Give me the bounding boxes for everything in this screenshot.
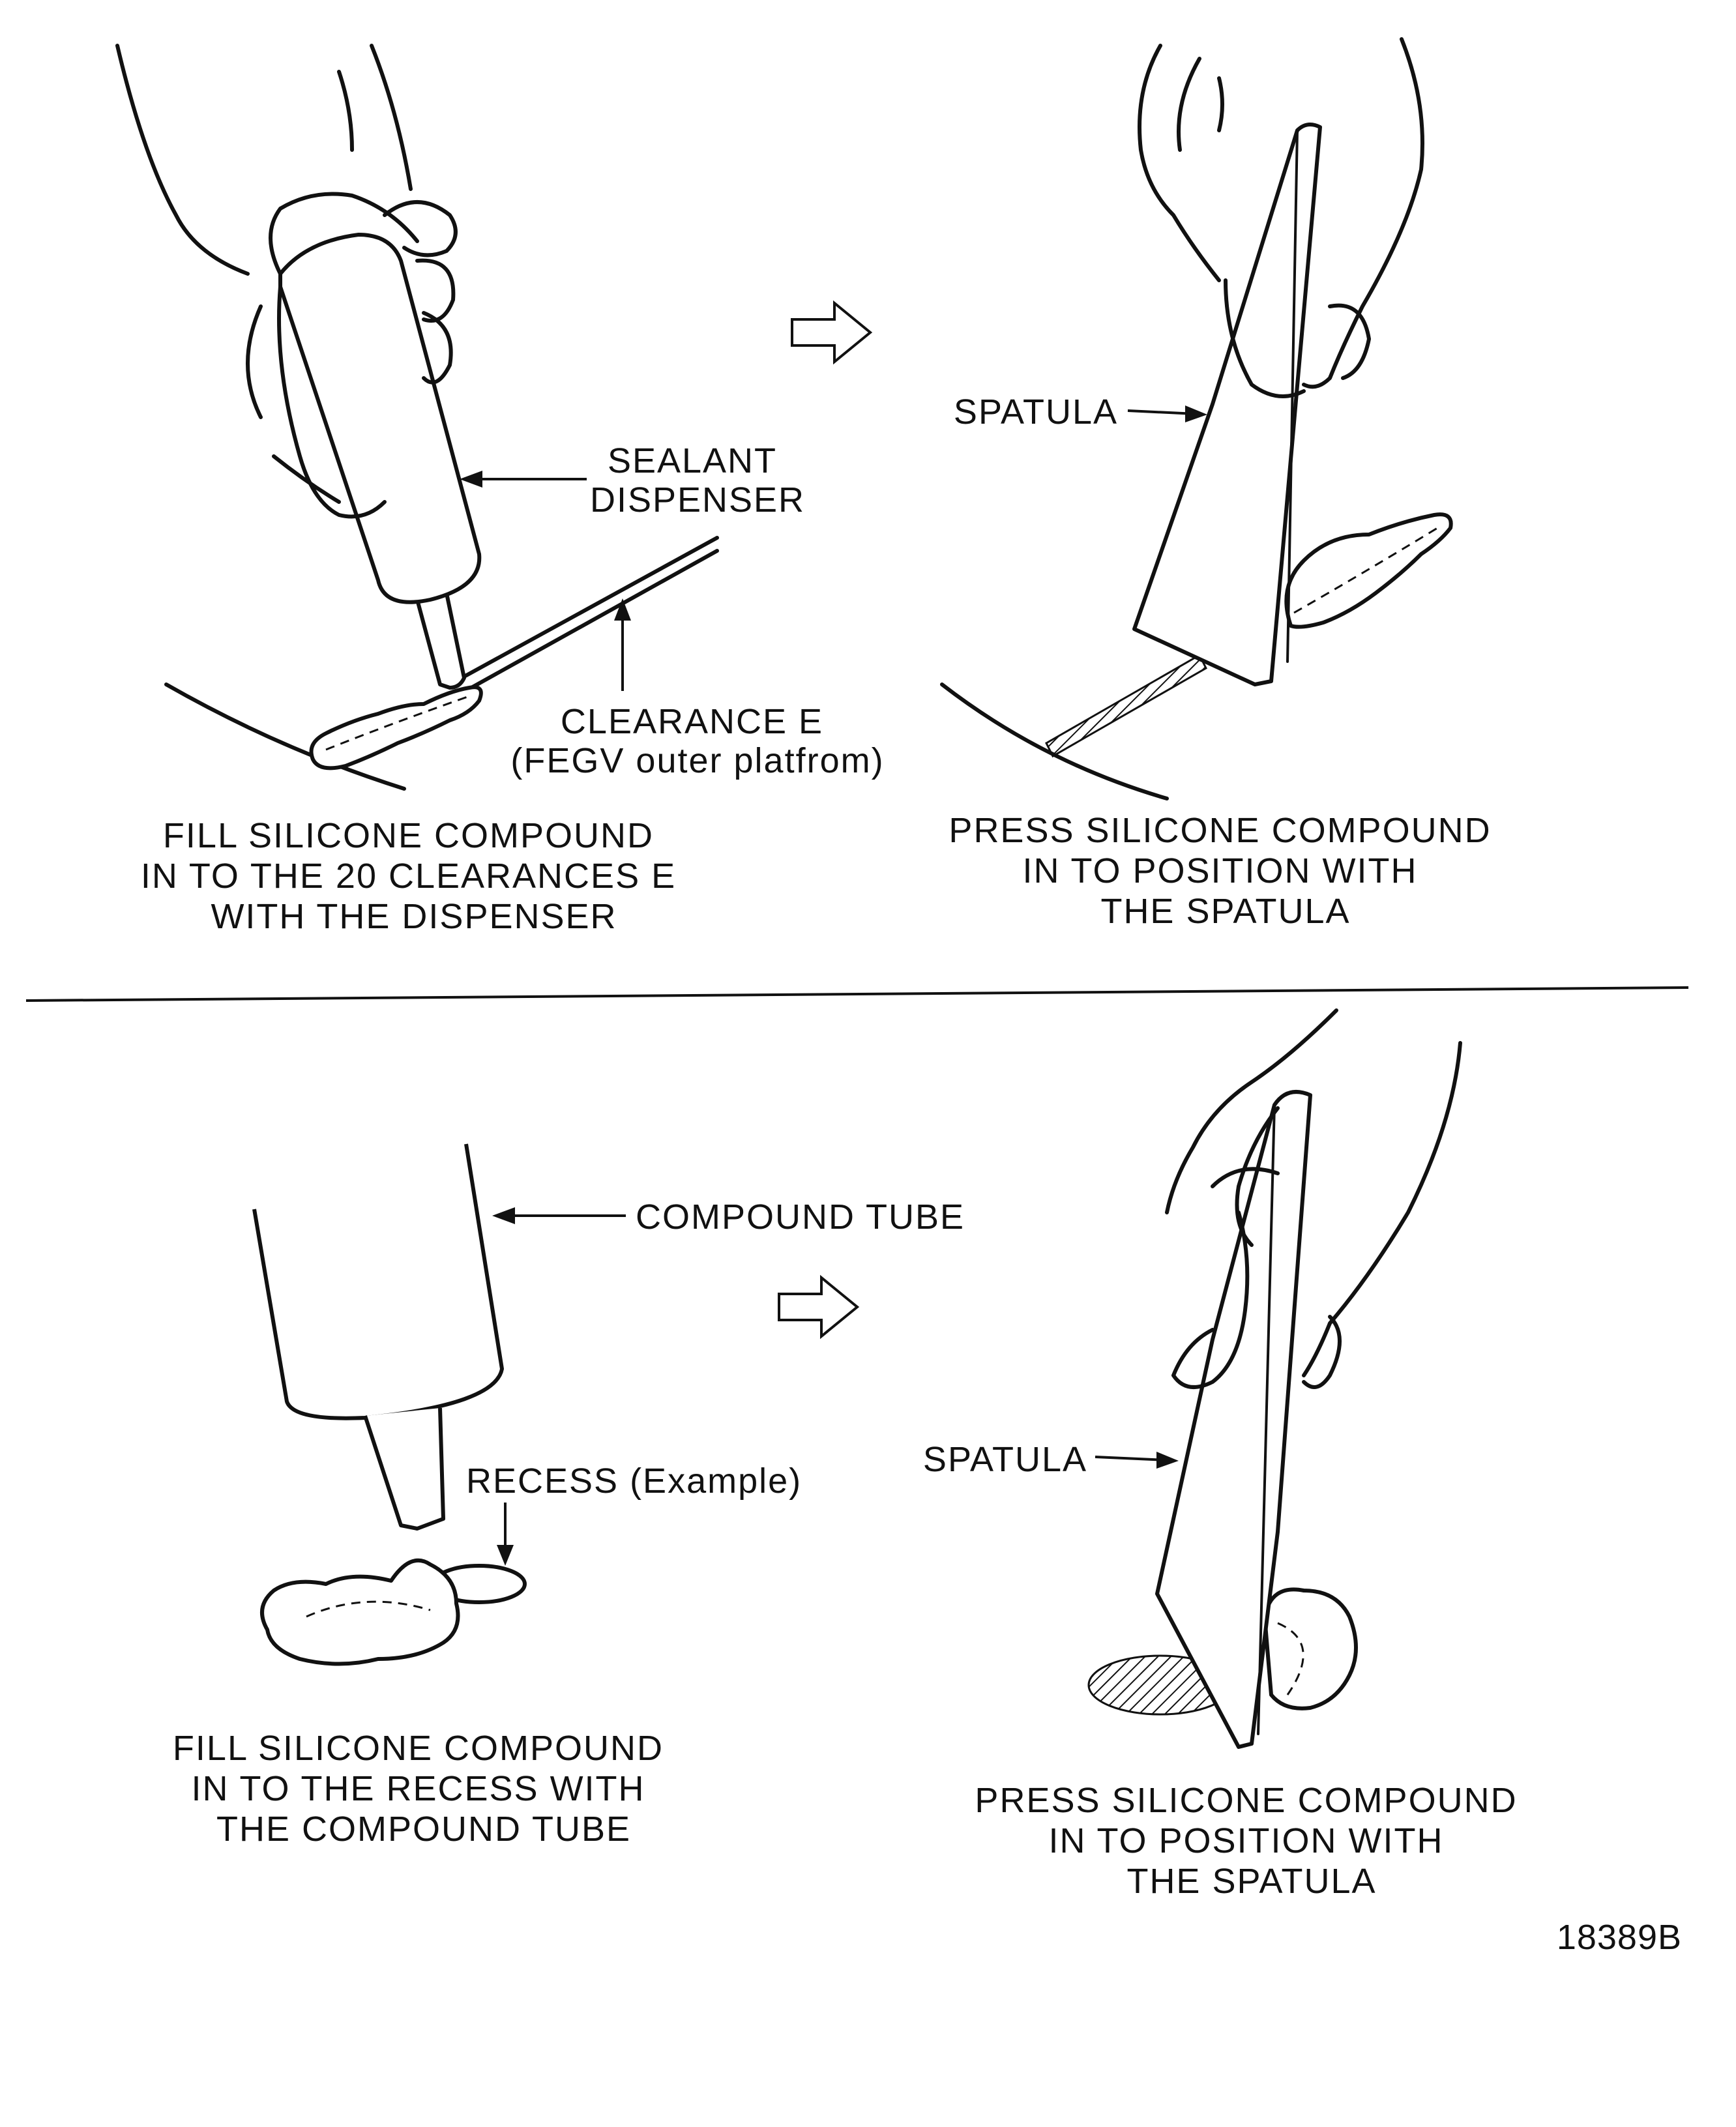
compound-tube [252,1143,504,1420]
label-sealant-dispenser: SEALANT DISPENSER [590,441,805,520]
label-spatula-top: SPATULA [954,392,1118,432]
compound-bead [309,685,483,770]
section-divider [25,986,1689,1002]
label-recess-example: RECESS (Example) [466,1461,802,1501]
dispenser-body [278,233,482,604]
step-arrow-top [791,300,873,365]
label-clearance-e: CLEARANCE E (FEGV outer platfrom) [510,702,884,780]
label-compound-tube: COMPOUND TUBE [636,1197,965,1237]
clearance-slot-edge [448,536,719,686]
leader-dispenser-arrowhead [460,471,482,488]
figure-id: 18389B [1557,1918,1682,1957]
caption-press-spatula-top: PRESS SILICONE COMPOUND IN TO POSITION W… [949,811,1502,931]
compound-blob-dashes [306,1600,431,1618]
label-spatula-bottom: SPATULA [923,1440,1087,1479]
leader-clearance-arrowhead [614,598,631,621]
leader-spatula-top [1127,409,1197,415]
panel-fill-dispenser: SEALANT DISPENSER CLEARANCE E (FEGV oute… [115,44,884,936]
caption-press-spatula-bottom: PRESS SILICONE COMPOUND IN TO POSITION W… [975,1781,1528,1901]
clearance-hatched-strip [1045,653,1207,758]
leader-spatula-top-arrowhead [1185,405,1207,422]
platform-curve [164,682,406,791]
panel-fill-tube: COMPOUND TUBE RECESS (Example) FILL SILI… [173,1143,965,1849]
dispenser-nozzle [415,591,466,690]
leader-recess-arrowhead [497,1545,514,1566]
hand-drawing [1138,37,1424,398]
caption-fill-tube: FILL SILICONE COMPOUND IN TO THE RECESS … [173,1729,675,1849]
spatula-edge [1257,1104,1276,1735]
leader-spatula-bottom [1095,1456,1168,1461]
panel-press-spatula-bottom: SPATULA PRESS SILICONE COMPOUND IN TO PO… [923,1008,1528,1901]
panel-press-spatula-top: SPATULA PRESS SILICONE COMPOUND IN TO PO… [940,37,1502,931]
hand-drawing [115,44,458,519]
clearance-slot-edge [458,549,719,696]
compound-blob-dashes [1293,527,1438,614]
compound-blob-dashes [1277,1622,1304,1695]
leader-spatula-bottom-arrowhead [1156,1452,1179,1469]
step-arrow-bottom [778,1274,860,1340]
compound-tube-nozzle [363,1407,445,1531]
platform-curve [940,682,1169,800]
hand-drawing [1165,1008,1462,1389]
leader-compound-tube-arrowhead [492,1207,515,1224]
compound-blob [1263,1587,1358,1710]
caption-fill-dispenser: FILL SILICONE COMPOUND IN TO THE 20 CLEA… [141,816,687,936]
compound-blob [260,1558,460,1666]
compound-blob [1284,512,1453,629]
compound-bead-dashes [325,695,470,751]
